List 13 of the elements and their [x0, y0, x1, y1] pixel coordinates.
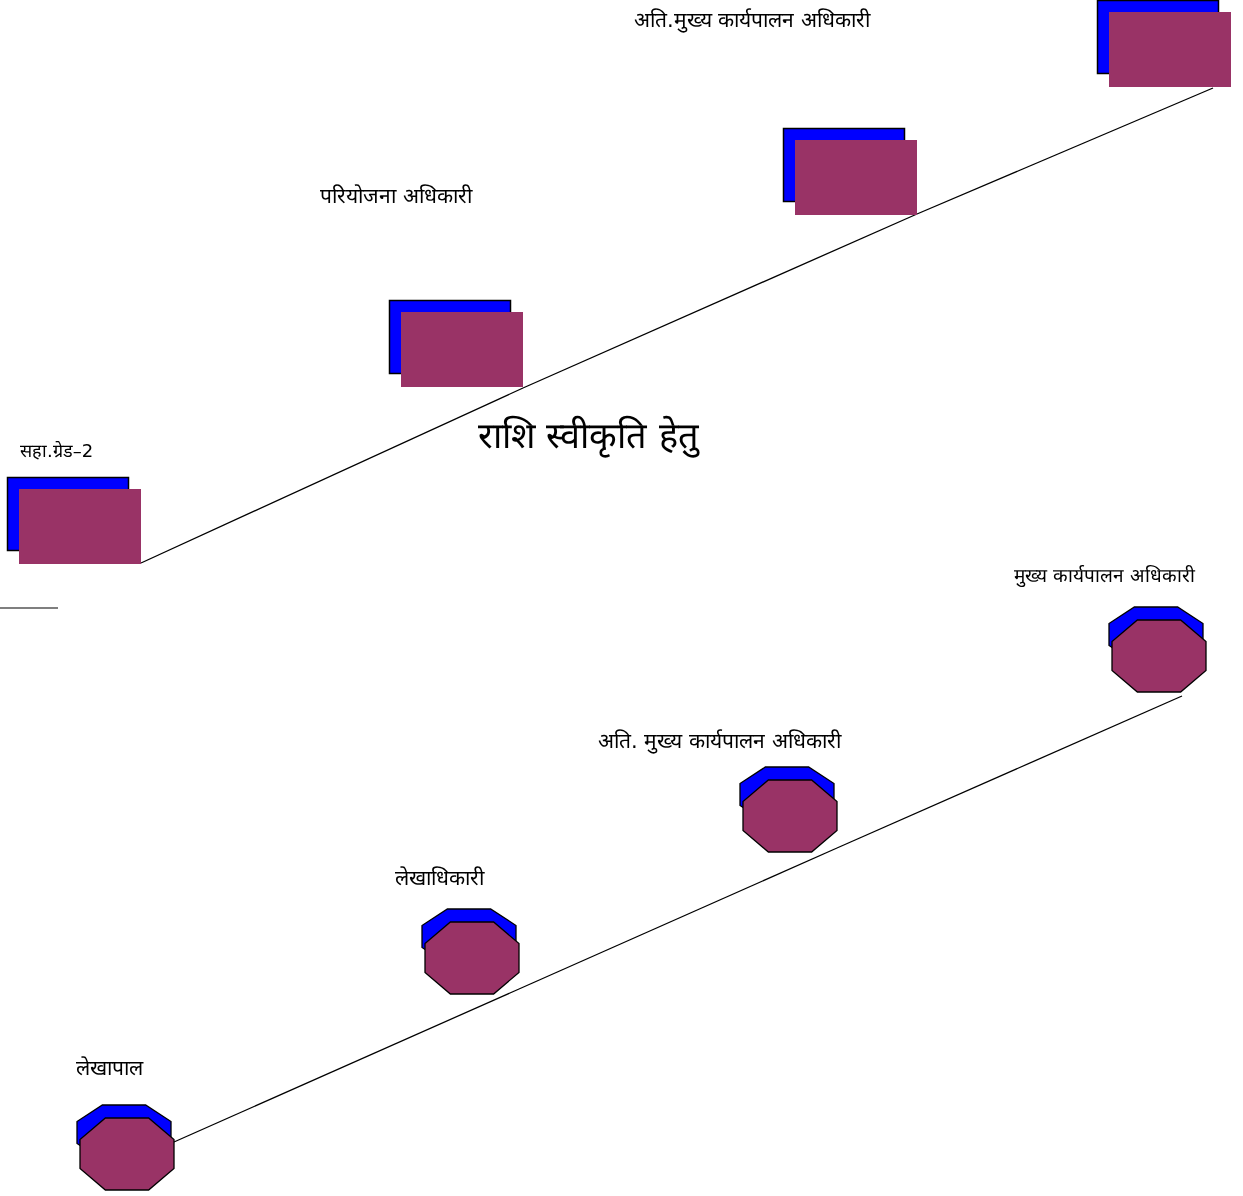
connector-line: [836, 695, 1183, 849]
role-label: लेखाधिकारी: [395, 866, 484, 892]
role-label: परियोजना अधिकारी: [320, 184, 472, 210]
connector-line: [140, 387, 524, 564]
connector-line: [916, 87, 1214, 215]
role-label: अति. मुख्य कार्यपालन अधिकारी: [598, 729, 841, 755]
connector-line: [518, 847, 838, 990]
role-label: अति.मुख्य कार्यपालन अधिकारी: [634, 8, 871, 34]
connector-line: [522, 213, 918, 389]
center-caption: राशि स्वीकृति हेतु: [478, 414, 699, 458]
role-label: सहा.ग्रेड–2: [20, 440, 94, 462]
role-label: लेखापाल: [76, 1056, 143, 1082]
role-label: मुख्य कार्यपालन अधिकारी: [1014, 564, 1196, 587]
